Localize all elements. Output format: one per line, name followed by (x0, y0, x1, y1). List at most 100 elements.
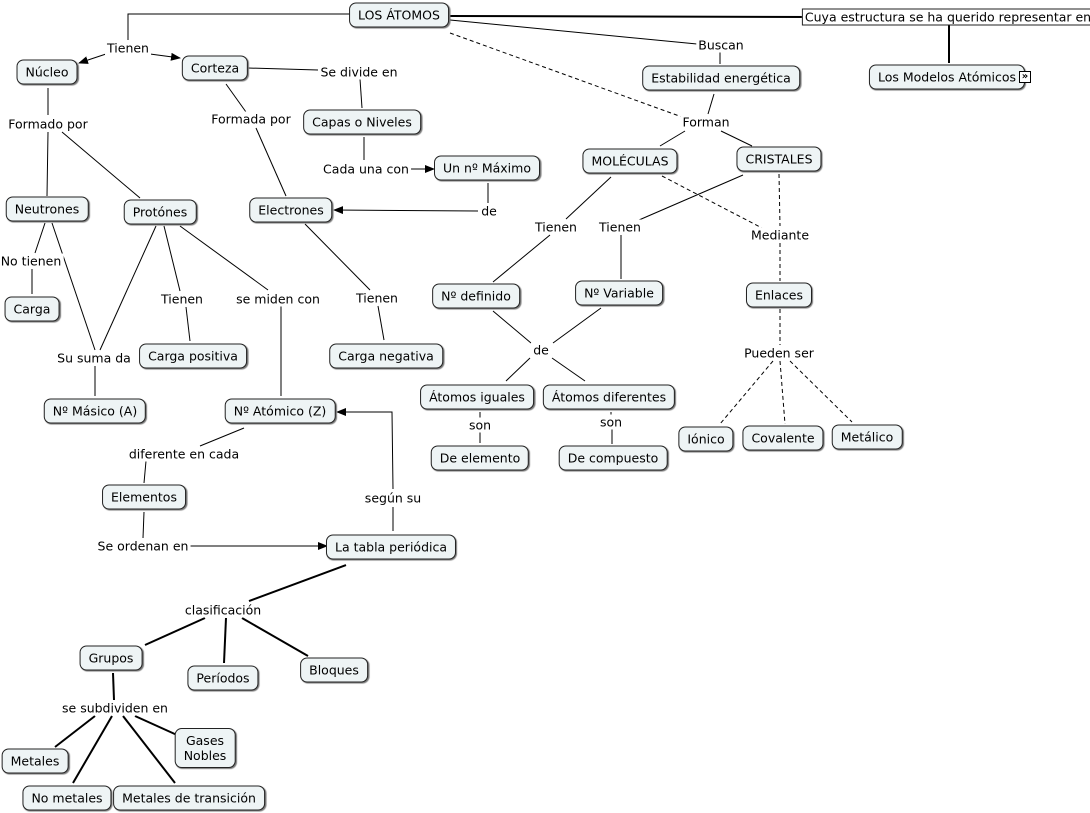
node-enlaces[interactable]: Enlaces (745, 282, 813, 308)
node-neutrones[interactable]: Neutrones (5, 196, 89, 222)
link-tienen-cristales: Tienen (597, 219, 643, 235)
link-tienen-electrones: Tienen (354, 290, 400, 306)
link-se-divide-en: Se divide en (318, 64, 400, 80)
link-tienen-protones: Tienen (159, 291, 205, 307)
line-tienen-cneg (377, 305, 385, 341)
node-atomos-iguales[interactable]: Átomos iguales (420, 384, 534, 410)
link-se-miden-con: se miden con (234, 291, 322, 307)
line-cristales-tienen (638, 174, 744, 221)
link-no-tienen: No tienen (0, 253, 64, 269)
node-numero-atomico[interactable]: Nº Atómico (Z) (224, 398, 336, 424)
link-clasificacion: clasificación (182, 602, 264, 618)
line-atomos-estructura (449, 15, 811, 18)
node-metalico[interactable]: Metálico (831, 424, 903, 450)
node-los-atomos[interactable]: LOS ÁTOMOS (349, 2, 449, 28)
link-son-iguales: son (466, 417, 494, 433)
node-moleculas[interactable]: MOLÉCULAS (582, 148, 678, 174)
line-moleculas-mediante (661, 175, 763, 229)
line-diferente-elementos (143, 460, 147, 484)
node-bloques[interactable]: Bloques (300, 657, 368, 683)
node-estructura[interactable]: Cuya estructura se ha querido representa… (801, 8, 1090, 26)
line-tienen-nucleo (78, 53, 107, 64)
node-protones[interactable]: Protónes (123, 199, 197, 225)
node-elementos[interactable]: Elementos (102, 484, 186, 510)
node-numero-variable[interactable]: Nº Variable (575, 280, 663, 306)
node-capas-niveles[interactable]: Capas o Niveles (303, 109, 421, 135)
line-sub-gases (134, 715, 178, 736)
link-forman: Forman (680, 114, 732, 130)
node-covalente[interactable]: Covalente (742, 425, 824, 451)
link-tienen-moleculas: Tienen (533, 219, 579, 235)
line-tienen-definido (492, 234, 551, 283)
node-numero-masico[interactable]: Nº Másico (A) (43, 398, 147, 424)
node-atomos-diferentes[interactable]: Átomos diferentes (542, 384, 676, 410)
node-de-compuesto[interactable]: De compuesto (558, 445, 668, 471)
line-pueden-ionico (719, 360, 774, 425)
node-numero-definido[interactable]: Nº definido (432, 283, 520, 309)
line-atomos-tienen (127, 13, 350, 40)
line-neutrones-suma (51, 222, 96, 351)
line-formado-neutrones (46, 131, 49, 197)
node-metales[interactable]: Metales (1, 748, 69, 774)
line-moleculas-tienen (565, 176, 612, 220)
node-gases-nobles[interactable]: Gases Nobles (174, 728, 236, 768)
link-de-atomos: de (531, 342, 551, 358)
line-sub-metales (54, 715, 96, 748)
link-de-maximo: de (479, 203, 499, 219)
node-tabla-periodica[interactable]: La tabla periódica (325, 534, 457, 560)
line-sedivide-capas (359, 78, 363, 109)
node-carga[interactable]: Carga (4, 296, 60, 322)
node-nucleo[interactable]: Núcleo (16, 59, 78, 85)
node-corteza[interactable]: Corteza (181, 55, 249, 81)
nested-map-icon[interactable]: » (1019, 71, 1031, 83)
line-sub-nometales (72, 715, 113, 784)
line-variable-de (552, 307, 602, 344)
line-clasif-grupos (144, 617, 206, 646)
link-cada-una-con: Cada una con (321, 161, 411, 177)
node-carga-positiva[interactable]: Carga positiva (139, 343, 247, 369)
link-su-suma-da: Su suma da (55, 350, 133, 366)
link-segun-su: según su (362, 490, 424, 506)
line-estabilidad-forman (707, 93, 715, 115)
line-definido-de (492, 310, 532, 344)
node-periodos[interactable]: Períodos (187, 665, 259, 691)
line-corteza-formada (225, 83, 247, 113)
link-pueden-ser: Pueden ser (742, 345, 816, 361)
line-protones-miden (179, 225, 269, 291)
line-neutrones-notienen (34, 222, 46, 254)
line-segun-atomico (336, 408, 394, 490)
line-formado-protones (61, 131, 141, 199)
line-grupos-sub (112, 672, 115, 701)
line-cristales-mediante (778, 173, 781, 227)
line-de-diferentes (551, 357, 586, 382)
line-de-iguales (505, 357, 531, 382)
line-forman-moleculas (659, 130, 686, 147)
line-clasif-periodos (223, 617, 227, 664)
node-no-metales[interactable]: No metales (22, 785, 112, 811)
node-maximo[interactable]: Un nº Máximo (434, 155, 540, 181)
node-metales-transicion[interactable]: Metales de transición (113, 785, 265, 811)
node-ionico[interactable]: Iónico (678, 426, 734, 452)
line-de-electrones (333, 206, 479, 215)
link-buscan: Buscan (696, 37, 746, 53)
line-pueden-covalente (779, 360, 786, 425)
line-elementos-ordenan (142, 511, 145, 539)
line-tabla-clasif (248, 564, 347, 602)
link-tienen-nucleo-corteza: Tienen (105, 40, 151, 56)
line-electrones-tienen (304, 223, 371, 291)
node-cristales[interactable]: CRISTALES (736, 146, 822, 172)
node-de-elemento[interactable]: De elemento (430, 445, 530, 471)
line-clasif-bloques (241, 617, 309, 657)
line-tienen-cpos (185, 306, 191, 342)
node-grupos[interactable]: Grupos (79, 645, 143, 671)
link-diferente-en-cada: diferente en cada (126, 446, 242, 462)
line-corteza-sedivide (247, 67, 319, 71)
node-electrones[interactable]: Electrones (249, 197, 333, 223)
node-carga-negativa[interactable]: Carga negativa (329, 343, 443, 369)
node-estabilidad[interactable]: Estabilidad energética (642, 65, 800, 91)
node-modelos-atomicos[interactable]: Los Modelos Atómicos (868, 64, 1026, 90)
line-atomos-forman (449, 32, 683, 118)
line-atomico-diferente (199, 427, 245, 447)
link-son-diferentes: son (597, 414, 625, 430)
